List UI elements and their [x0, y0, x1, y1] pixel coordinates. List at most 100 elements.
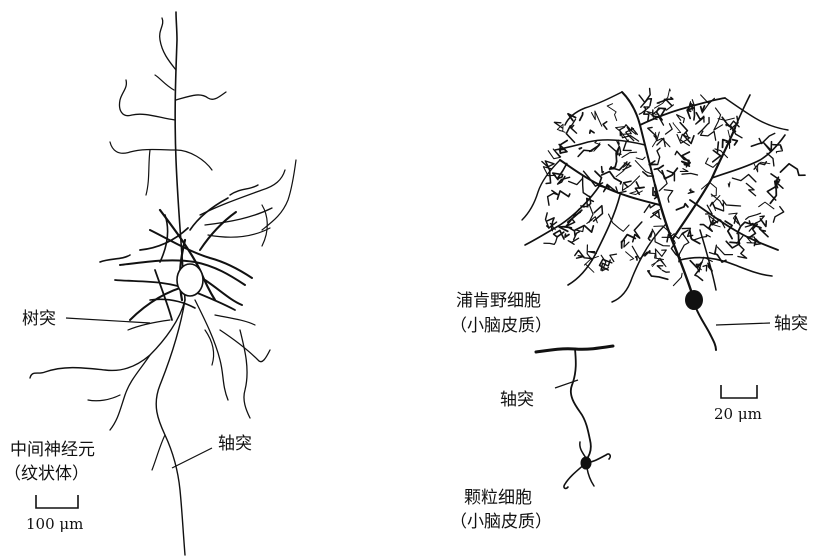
- granule-cell-drawing: [536, 346, 613, 488]
- purkinje-branchlet: [673, 273, 682, 285]
- purkinje-soma-axon: [685, 290, 716, 350]
- purkinje-branchlet: [554, 230, 564, 239]
- purkinje-branchlet: [688, 189, 694, 193]
- purkinje-branchlet: [630, 191, 643, 195]
- axon-pointer-left: [172, 448, 212, 468]
- purkinje-branchlet: [655, 249, 666, 258]
- purkinje-branchlet: [710, 245, 717, 254]
- purkinje-branchlet: [738, 245, 747, 258]
- purkinje-branchlet: [657, 132, 670, 147]
- purkinje-branchlet: [579, 148, 581, 149]
- scale-label-right: 20 μm: [714, 405, 762, 423]
- purkinje-branchlet: [636, 157, 645, 159]
- purkinje-branchlet: [773, 207, 783, 223]
- purkinje-branchlet: [580, 113, 583, 121]
- purkinje-branchlet: [759, 133, 775, 143]
- purkinje-branchlet: [548, 191, 559, 206]
- purkinje-branchlet: [664, 190, 673, 203]
- purkinje-branchlet: [764, 142, 772, 152]
- label-interneuron: 中间神经元: [10, 440, 95, 460]
- purkinje-branchlet: [751, 143, 762, 147]
- purkinje-branchlet: [728, 182, 730, 187]
- purkinje-branchlet: [680, 123, 694, 144]
- axon-pointer-granule: [555, 380, 578, 388]
- purkinje-branchlet: [568, 210, 582, 222]
- purkinje-branchlet: [639, 89, 650, 103]
- label-granule-location: （小脑皮质）: [450, 512, 552, 532]
- purkinje-branchlet: [654, 166, 663, 170]
- purkinje-branchlet: [636, 257, 637, 261]
- scale-label-left: 100 μm: [26, 515, 83, 533]
- purkinje-branchlet: [557, 191, 569, 199]
- purkinje-branchlet: [703, 265, 707, 271]
- purkinje-branchlet: [565, 234, 569, 237]
- purkinje-branchlet: [609, 214, 630, 231]
- purkinje-branchlet: [544, 236, 558, 244]
- purkinje-cell-drawing: [522, 92, 788, 302]
- purkinje-branchlet: [610, 254, 617, 261]
- purkinje-branchlet: [696, 116, 705, 124]
- purkinje-branchlet: [569, 179, 583, 185]
- purkinje-branchlets: [542, 89, 805, 286]
- purkinje-branchlet: [746, 183, 755, 195]
- purkinje-branchlet: [723, 200, 741, 206]
- purkinje-branchlet: [677, 132, 689, 143]
- purkinje-branchlet: [657, 138, 665, 146]
- axon-pointer-purkinje: [716, 323, 770, 325]
- purkinje-branchlet: [732, 140, 737, 145]
- purkinje-branchlet: [718, 118, 734, 120]
- purkinje-branchlet: [624, 241, 629, 248]
- purkinje-branchlet: [577, 256, 584, 259]
- purkinje-branchlet: [717, 247, 732, 255]
- purkinje-branchlet: [644, 204, 656, 212]
- purkinje-branchlet: [559, 141, 567, 154]
- label-axon-granule: 轴突: [500, 390, 534, 410]
- purkinje-branchlet: [633, 222, 642, 242]
- label-granule: 颗粒细胞: [464, 488, 532, 508]
- label-axon-left: 轴突: [218, 434, 252, 454]
- purkinje-branchlet: [626, 129, 634, 141]
- purkinje-branchlet: [701, 131, 716, 140]
- purkinje-branchlet: [662, 270, 669, 272]
- purkinje-branchlet: [592, 111, 602, 126]
- purkinje-branchlet: [648, 231, 652, 240]
- purkinje-branchlet: [725, 221, 732, 239]
- dendrite-pointer: [66, 318, 150, 323]
- purkinje-branchlet: [594, 206, 603, 222]
- purkinje-branchlet: [695, 271, 703, 280]
- label-interneuron-location: （纹状体）: [4, 464, 89, 484]
- purkinje-branchlet: [553, 173, 561, 180]
- purkinje-branchlet: [616, 187, 626, 193]
- purkinje-branchlet: [590, 130, 594, 133]
- purkinje-branchlet: [749, 221, 753, 224]
- purkinje-branchlet: [687, 110, 691, 118]
- purkinje-branchlet: [673, 123, 681, 133]
- purkinje-branchlet: [696, 113, 701, 119]
- purkinje-branchlet: [780, 164, 805, 176]
- scale-bar-right: [721, 385, 757, 398]
- purkinje-branchlet: [759, 202, 774, 209]
- purkinje-branchlet: [570, 119, 576, 133]
- purkinje-branchlet: [657, 148, 660, 164]
- purkinje-branchlet: [554, 122, 562, 128]
- purkinje-branchlet: [732, 175, 756, 182]
- purkinje-branchlet: [603, 122, 607, 130]
- purkinje-branchlet: [622, 152, 637, 157]
- label-purkinje-location: （小脑皮质）: [450, 316, 552, 336]
- purkinje-branchlet: [589, 252, 597, 254]
- label-dendrite: 树突: [22, 309, 56, 329]
- purkinje-branchlet: [682, 173, 698, 175]
- purkinje-branchlet: [602, 172, 622, 184]
- purkinje-branchlet: [607, 104, 617, 121]
- purkinje-branchlet: [690, 231, 700, 244]
- purkinje-branchlet: [626, 252, 634, 260]
- purkinje-branchlet: [677, 115, 685, 123]
- purkinje-branchlet: [680, 169, 688, 172]
- purkinje-branchlet: [657, 266, 662, 269]
- label-purkinje: 浦肯野细胞: [456, 291, 541, 311]
- scale-bar-left: [36, 495, 78, 508]
- purkinje-branchlet: [746, 213, 761, 219]
- purkinje-branchlet: [610, 153, 617, 169]
- purkinje-branchlet: [760, 219, 766, 227]
